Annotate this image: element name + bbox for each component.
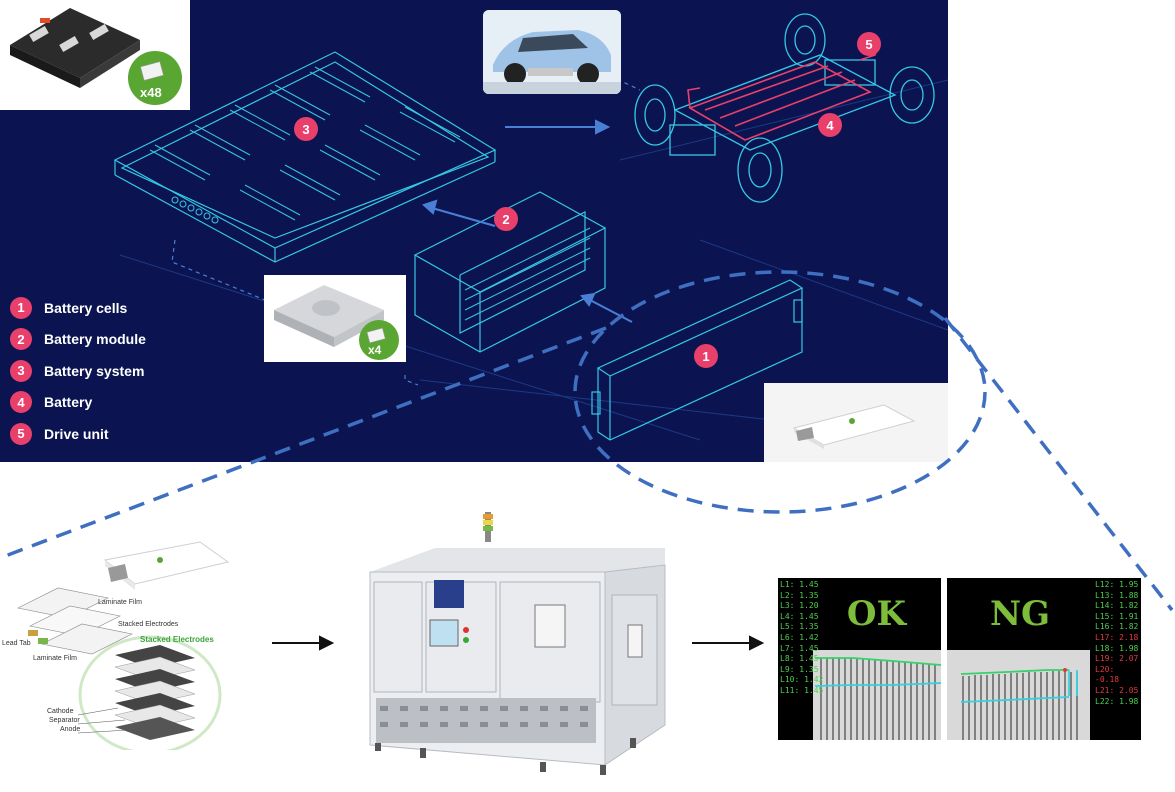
legend-item: 2 Battery module [10,324,146,356]
ng-measurement: L21: 2.05 [1095,685,1139,695]
legend-number: 2 [10,328,32,351]
ng-measurement: L17: 2.18 [1095,632,1139,642]
flow-arrows [422,119,633,323]
badge-battery: 4 [818,113,842,137]
legend: 1 Battery cells 2 Battery module 3 Battery … [10,292,146,450]
ok-label: OK [812,578,941,650]
badge-battery-cell: 1 [694,344,718,368]
legend-item: 4 Battery [10,387,146,419]
badge-battery-module: 2 [494,207,518,231]
ok-measurement: L2: 1.35 [780,590,819,600]
inspection-result-ok: OK L1: 1.45 L2: 1.35 L3: 1.20 L4: 1.45 L… [778,578,941,740]
badge-drive-unit: 5 [857,32,881,56]
ng-measurement: L22: 1.98 [1095,696,1139,706]
ok-measurement: L6: 1.42 [780,632,819,642]
legend-number: 5 [10,422,32,445]
ng-measurements: L12: 1.95 L13: 1.88 L14: 1.82 L15: 1.91 … [1095,580,1141,707]
legend-item: 5 Drive unit [10,418,146,450]
legend-label: Battery cells [44,299,128,316]
ok-measurement: L3: 1.20 [780,601,819,611]
ok-xray-image [813,650,941,740]
battery-cell-photo [764,383,948,462]
label-separator: Separator [49,717,80,724]
legend-label: Battery module [44,331,146,348]
system-count: x48 [140,85,162,100]
xray-inspection-machine [360,510,670,780]
ok-measurement: L9: 1.35 [780,664,819,674]
ng-measurement: L13: 1.88 [1095,590,1139,600]
legend-label: Battery [44,394,93,411]
legend-number: 1 [10,296,32,319]
car-chassis-drawing [634,13,935,203]
ok-measurements: L1: 1.45 L2: 1.35 L3: 1.20 L4: 1.45 L5: … [780,580,823,697]
legend-label: Battery system [44,362,145,379]
label-stacked-electrodes: Stacked Electrodes [118,621,179,628]
battery-system-photo: x48 [0,0,190,110]
label-stacked-electrodes-title: Stacked Electrodes [140,635,214,644]
ng-measurement: L20: -0.18 [1095,664,1120,685]
ng-xray-image [947,650,1090,740]
battery-module-photo: x4 [264,275,406,362]
ng-measurement: L15: 1.91 [1095,611,1139,621]
label-anode: Anode [60,726,81,733]
cell-structure-illustration: Laminate Film Stacked Electrodes Lead Ta… [0,520,240,755]
battery-system-drawing [113,51,497,263]
label-laminate-film-bottom: Laminate Film [33,655,77,662]
ok-measurement: L4: 1.45 [780,611,819,621]
label-cathode: Cathode [47,708,74,715]
ok-measurement: L11: 1.45 [780,685,824,695]
badge-battery-system: 3 [294,117,318,141]
ok-measurement: L8: 1.45 [780,654,819,664]
ng-measurement: L19: 2.07 [1095,654,1139,664]
ng-measurement: L18: 1.98 [1095,643,1139,653]
ok-measurement: L7: 1.45 [780,643,819,653]
ng-measurement: L16: 1.82 [1095,622,1139,632]
ng-label: NG [947,578,1093,650]
label-laminate-film-top: Laminate Film [98,599,142,606]
ok-measurement: L1: 1.45 [780,580,819,589]
legend-number: 4 [10,391,32,414]
legend-item: 3 Battery system [10,355,146,387]
ng-measurement: L14: 1.82 [1095,601,1139,611]
ok-measurement: L10: 1.42 [780,675,824,685]
car-photo [483,10,621,94]
module-count: x4 [368,343,382,357]
battery-pack-highlight [687,44,879,141]
legend-item: 1 Battery cells [10,292,146,324]
ng-measurement: L12: 1.95 [1095,580,1139,589]
ok-measurement: L5: 1.35 [780,622,819,632]
inspection-result-ng: NG L12: 1.95 L13: 1.88 L14: 1.82 L15: 1.… [947,578,1141,740]
label-lead-tab: Lead Tab [2,640,31,647]
legend-number: 3 [10,359,32,382]
legend-label: Drive unit [44,425,109,442]
